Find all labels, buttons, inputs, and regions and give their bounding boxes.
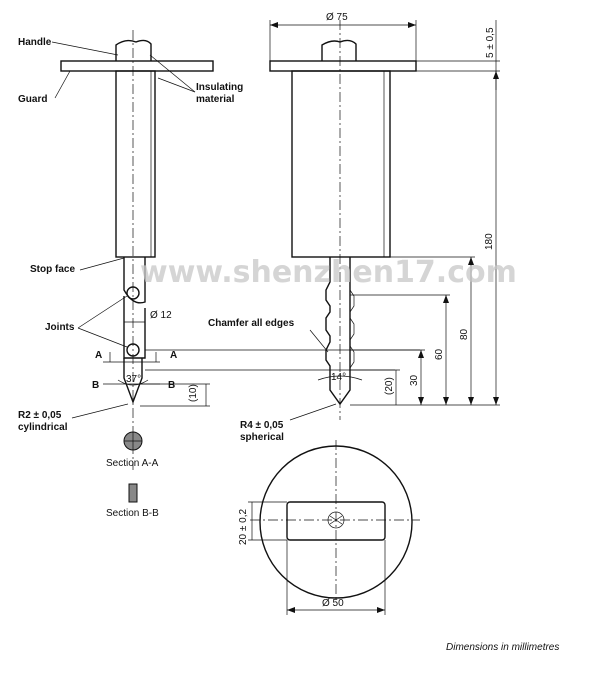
dim-d12: Ø 12 — [150, 310, 172, 321]
label-joints: Joints — [45, 322, 75, 333]
dim-t5: 5 ± 0,5 — [485, 27, 496, 58]
label-B-right: B — [168, 380, 175, 391]
dim-h80: 80 — [459, 328, 470, 340]
guard — [60, 60, 214, 72]
sections: Section A-A Section B-B — [106, 431, 159, 519]
right-labels: Chamfer all edges 14° R4 ± 0,05 spherica… — [208, 318, 346, 443]
section-aa-label: Section A-A — [106, 458, 159, 469]
finger-segment-upper — [123, 257, 146, 304]
label-A-right: A — [170, 350, 177, 361]
body-right — [291, 70, 391, 258]
label-A-left: A — [95, 350, 102, 361]
finger-segment-middle — [123, 296, 146, 359]
plan-view: 20 ± 0,2 Ø 50 — [238, 440, 420, 615]
dim-h180: 180 — [484, 233, 495, 250]
guard-right — [269, 60, 417, 72]
handle — [115, 39, 152, 61]
dim-h60: 60 — [434, 348, 445, 360]
label-r2-1: R2 ± 0,05 — [18, 410, 62, 421]
dim-h20: (20) — [384, 377, 395, 395]
finger-tip — [123, 358, 143, 404]
dim-w20: 20 ± 0,2 — [238, 508, 249, 545]
label-handle: Handle — [18, 37, 52, 48]
label-r4-2: spherical — [240, 432, 284, 443]
dim-h30: 30 — [409, 374, 420, 386]
label-chamfer: Chamfer all edges — [208, 318, 295, 329]
label-insulating: Insulating — [196, 82, 243, 93]
left-labels: Handle Guard Insulating material Stop fa… — [18, 37, 243, 433]
section-bb-label: Section B-B — [106, 508, 159, 519]
label-r4-1: R4 ± 0,05 — [240, 420, 284, 431]
left-view — [60, 30, 214, 470]
dim-d75: Ø 75 — [326, 12, 348, 23]
label-guard: Guard — [18, 94, 47, 105]
dim-d50: Ø 50 — [322, 598, 344, 609]
dim-a37: 37° — [126, 374, 141, 385]
label-material: material — [196, 94, 235, 105]
label-B-left: B — [92, 380, 99, 391]
handle-right — [321, 39, 357, 61]
dim-h10: (10) — [188, 384, 199, 402]
right-view — [269, 20, 417, 421]
label-r2-2: cylindrical — [18, 422, 68, 433]
dim-a14: 14° — [331, 372, 346, 383]
body — [115, 70, 156, 258]
caption: Dimensions in millimetres — [446, 642, 559, 653]
finger-right — [325, 257, 351, 406]
section-bb-shape — [128, 483, 138, 503]
label-stop-face: Stop face — [30, 264, 75, 275]
watermark: www.shenzhen17.com — [140, 255, 517, 290]
right-dimensions: Ø 75 5 ± 0,5 180 80 60 30 (20) — [145, 12, 500, 406]
